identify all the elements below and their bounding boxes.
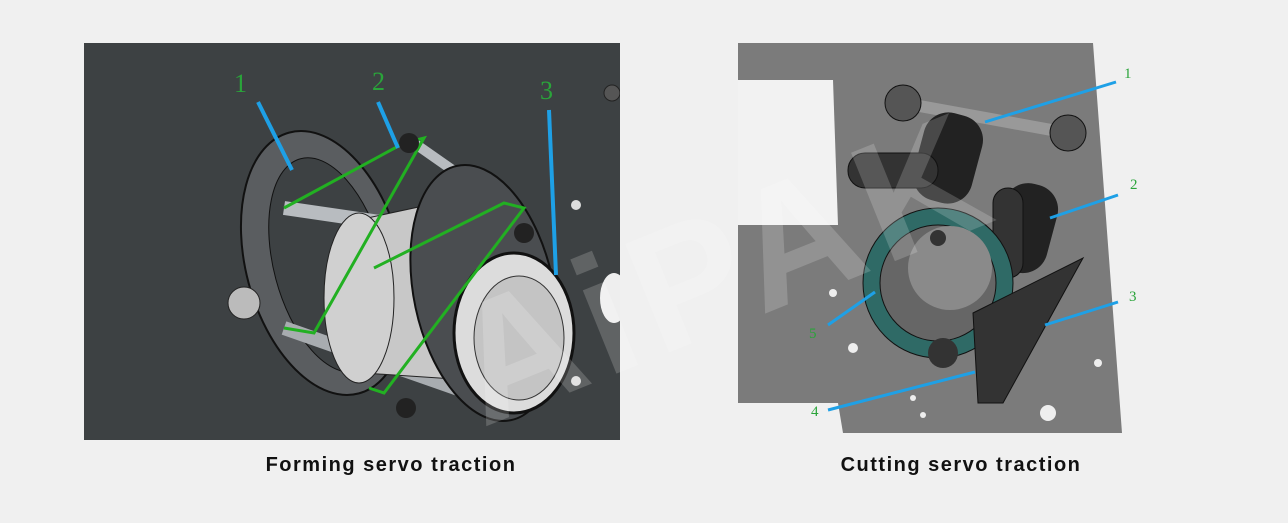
cutting-servo-caption: Cutting servo traction — [840, 454, 1082, 476]
forming-servo-caption: Forming servo traction — [265, 454, 517, 476]
callout-1: 1 — [234, 69, 247, 98]
callout-1: 1 — [1124, 66, 1132, 82]
callout-3: 3 — [540, 76, 553, 105]
callout-2: 2 — [372, 67, 385, 96]
leader-line-2 — [376, 101, 400, 149]
callout-5: 5 — [809, 326, 817, 342]
leader-line-3 — [547, 109, 558, 276]
leader-line-1 — [256, 101, 294, 171]
forming-servo-traction-drawing: 1 2 3 — [84, 43, 620, 440]
callout-4: 4 — [811, 404, 819, 420]
callout-3: 3 — [1129, 289, 1137, 305]
cutting-servo-traction-drawing: 1 2 3 4 5 — [738, 43, 1138, 433]
callout-2: 2 — [1130, 177, 1138, 193]
